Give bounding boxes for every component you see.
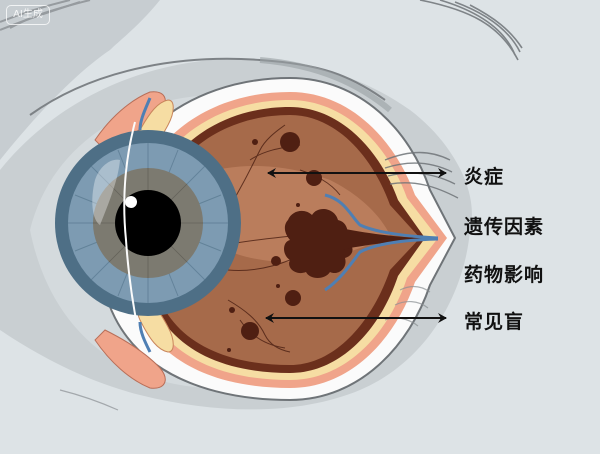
label-common-blindness: 常见盲 [464,311,525,333]
label-genetic-factors: 遗传因素 [464,216,545,238]
label-drug-effects: 药物影响 [464,264,545,286]
ai-generated-watermark: AI生成 [6,5,50,25]
label-inflammation: 炎症 [464,166,505,188]
